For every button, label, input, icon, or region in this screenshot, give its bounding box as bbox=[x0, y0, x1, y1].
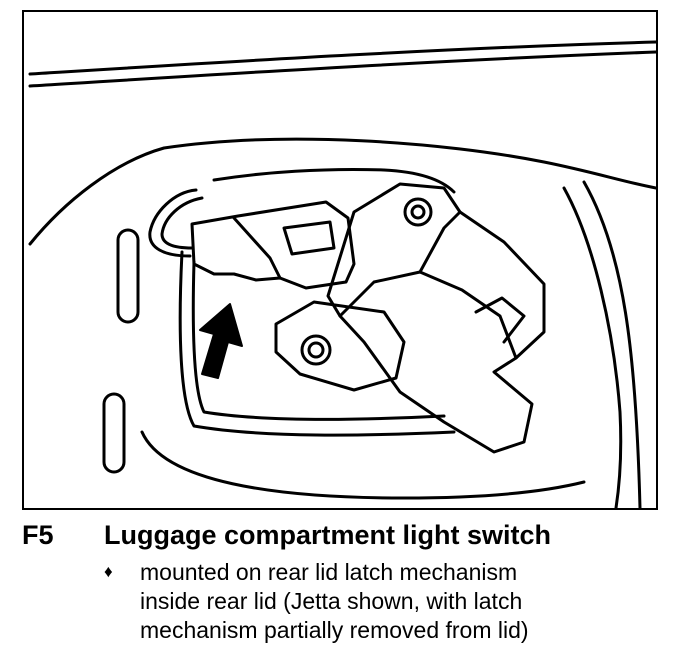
connector-ridge bbox=[282, 220, 336, 256]
figure-code: F5 bbox=[22, 520, 54, 550]
latch-housing-edge bbox=[474, 296, 526, 344]
panel-contour bbox=[582, 180, 642, 508]
bullet-text: mounted on rear lid latch mechanism insi… bbox=[140, 558, 660, 645]
mounting-bolt-inner bbox=[410, 204, 426, 220]
illustration-frame bbox=[22, 10, 658, 510]
latch-housing bbox=[326, 182, 546, 454]
figure-title: Luggage compartment light switch bbox=[104, 520, 552, 550]
panel-contour bbox=[28, 137, 656, 246]
wire bbox=[160, 196, 204, 250]
connector-ridge bbox=[232, 216, 282, 280]
mounting-plate bbox=[274, 300, 406, 392]
lid-edge-line bbox=[28, 40, 656, 76]
mounting-hole-inner bbox=[307, 341, 325, 359]
panel-contour bbox=[140, 430, 586, 500]
slot-lower bbox=[102, 392, 126, 474]
latch-recess bbox=[178, 250, 456, 437]
mounting-hole bbox=[300, 334, 332, 366]
pointer-arrow-icon bbox=[199, 303, 243, 379]
latch-recess bbox=[191, 260, 446, 421]
panel-contour bbox=[562, 186, 623, 508]
slot-upper bbox=[116, 228, 140, 324]
latch-illustration bbox=[28, 40, 656, 508]
lid-edge-line bbox=[28, 50, 656, 88]
bullet-line: mechanism partially removed from lid) bbox=[140, 617, 529, 643]
bullet-line: inside rear lid (Jetta shown, with latch bbox=[140, 588, 523, 614]
connector-body bbox=[190, 200, 356, 290]
diamond-bullet-icon: ♦ bbox=[104, 562, 113, 581]
latch-housing-edge bbox=[338, 270, 518, 360]
mounting-bolt bbox=[403, 197, 433, 227]
latch-recess bbox=[212, 168, 456, 194]
latch-housing-edge bbox=[418, 210, 462, 274]
bullet-line: mounted on rear lid latch mechanism bbox=[140, 559, 518, 585]
wire bbox=[148, 188, 198, 258]
